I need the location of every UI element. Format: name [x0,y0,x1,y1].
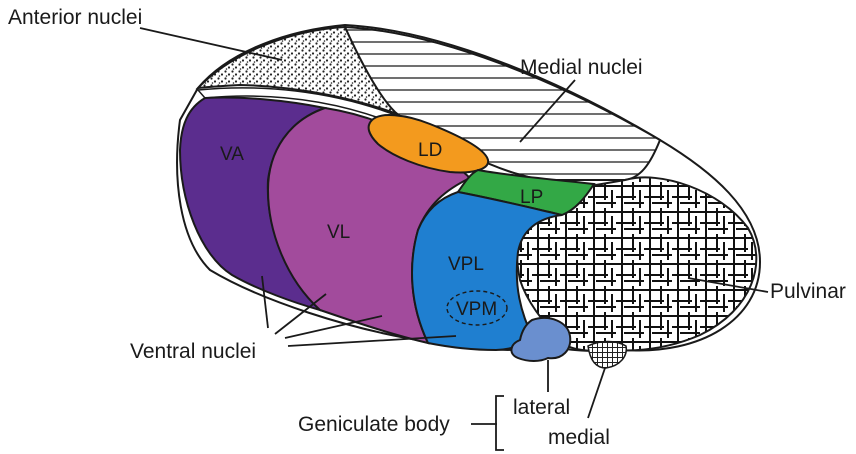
label-vpl: VPL [448,254,484,275]
medial-geniculate-body [588,342,626,369]
label-lp: LP [520,187,543,208]
label-vl: VL [327,222,350,243]
label-anterior-nuclei: Anterior nuclei [8,6,142,29]
label-pulvinar: Pulvinar [770,280,846,303]
label-medial-geniculate: medial [548,426,610,449]
label-va: VA [220,144,244,165]
label-ventral-nuclei: Ventral nuclei [130,340,256,363]
geniculate-bracket [471,396,504,450]
label-geniculate-body: Geniculate body [298,413,450,436]
label-medial-nuclei: Medial nuclei [520,56,643,79]
label-vpm: VPM [456,299,497,320]
label-lateral: lateral [513,396,570,419]
label-ld: LD [418,140,442,161]
leader-medial-geniculate [588,368,605,418]
